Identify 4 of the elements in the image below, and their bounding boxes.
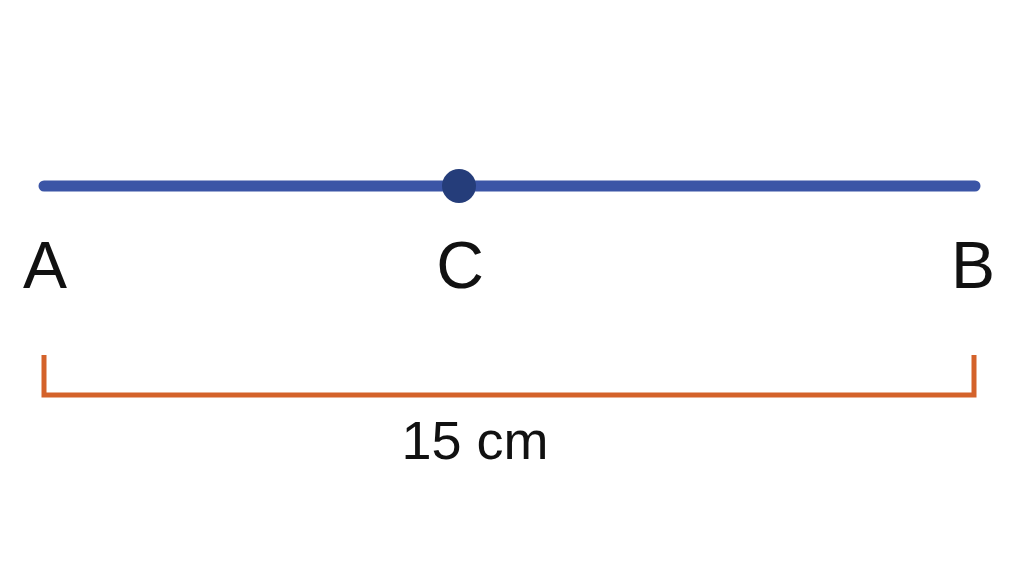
dimension-label: 15 cm bbox=[401, 413, 549, 467]
point-label: A bbox=[23, 232, 67, 298]
point-label: B bbox=[951, 232, 995, 298]
point-label: C bbox=[436, 232, 484, 298]
